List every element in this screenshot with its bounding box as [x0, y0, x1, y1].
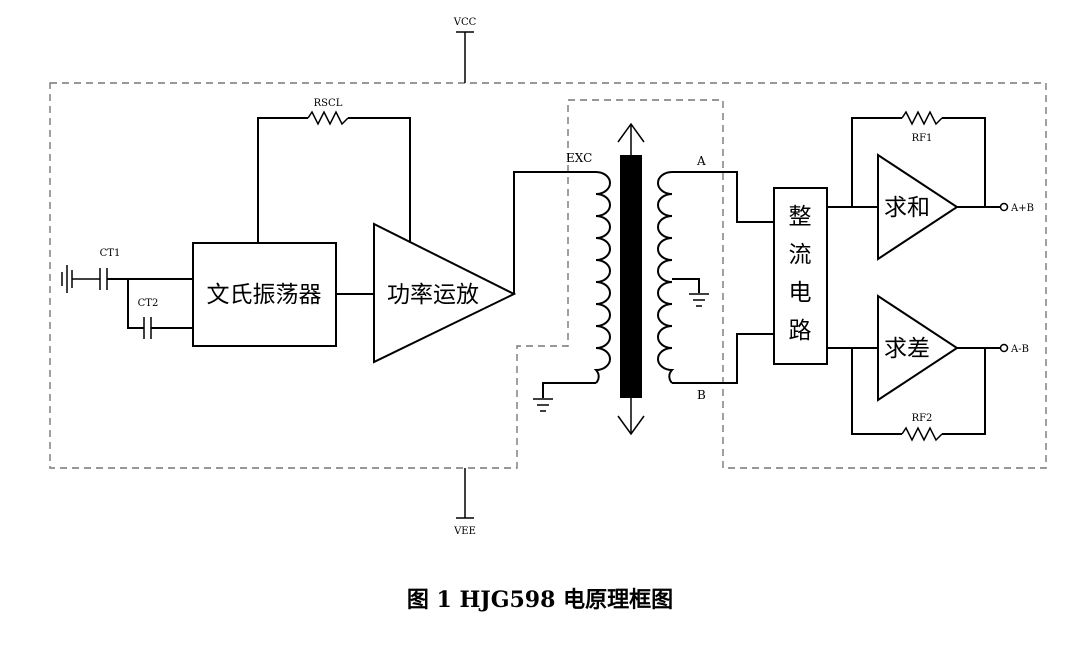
core-down-arrow-icon: [617, 398, 645, 436]
resistor-rf1: [901, 110, 943, 126]
ct1-label: CT1: [100, 248, 121, 259]
left-ground-icon: [61, 265, 100, 293]
sum-output-terminal: [999, 202, 1009, 212]
diff-amp-block: [877, 294, 959, 402]
rf2-feedback-wire: [851, 348, 986, 435]
amp-to-exc-wire: [513, 171, 596, 294]
rectifier-char-2: 流: [789, 242, 812, 268]
primary-ground-icon: [533, 398, 553, 412]
capacitor-ct1: [99, 268, 193, 290]
rf1-label: RF1: [912, 133, 933, 144]
wire-b: [672, 333, 774, 384]
rectifier-char-4: 路: [789, 318, 812, 344]
transformer-core: [620, 155, 642, 398]
rscl-label: RSCL: [314, 98, 343, 109]
rectifier-char-3: 电: [789, 280, 812, 306]
figure-caption: 图 1 HJG598 电原理框图: [406, 587, 674, 613]
center-tap-ground-icon: [689, 293, 709, 307]
primary-ground-wire: [542, 382, 596, 398]
secondary-coil: [657, 171, 675, 384]
vcc-label: VCC: [453, 17, 477, 28]
rscl-feedback-wire: [257, 117, 411, 243]
primary-coil: [593, 171, 611, 384]
rectifier-block: [773, 187, 828, 365]
sum-amp-block: [877, 153, 959, 261]
capacitor-ct2: [127, 279, 193, 339]
core-up-arrow-icon: [617, 122, 645, 155]
diff-label: 求差: [884, 336, 930, 362]
vee-label: VEE: [453, 526, 476, 537]
rf2-label: RF2: [912, 413, 933, 424]
pin-b-label: B: [697, 388, 706, 402]
rf1-feedback-wire: [851, 117, 986, 207]
exc-label: EXC: [566, 151, 592, 165]
dashed-enclosure: [49, 82, 1047, 469]
out-diff-label: A-B: [1010, 344, 1029, 355]
power-amp-label: 功率运放: [387, 282, 479, 308]
resistor-rscl: [307, 110, 349, 126]
ct2-label: CT2: [138, 298, 159, 309]
diff-output-terminal: [999, 343, 1009, 353]
power-amp-block: [373, 222, 517, 364]
pin-a-label: A: [696, 154, 706, 168]
center-tap-wire: [672, 278, 700, 293]
out-sum-label: A+B: [1010, 203, 1034, 214]
oscillator-label: 文氏振荡器: [207, 282, 322, 308]
wire-a: [672, 171, 774, 223]
sum-label: 求和: [884, 195, 930, 221]
resistor-rf2: [901, 426, 943, 442]
rectifier-char-1: 整: [789, 204, 812, 230]
